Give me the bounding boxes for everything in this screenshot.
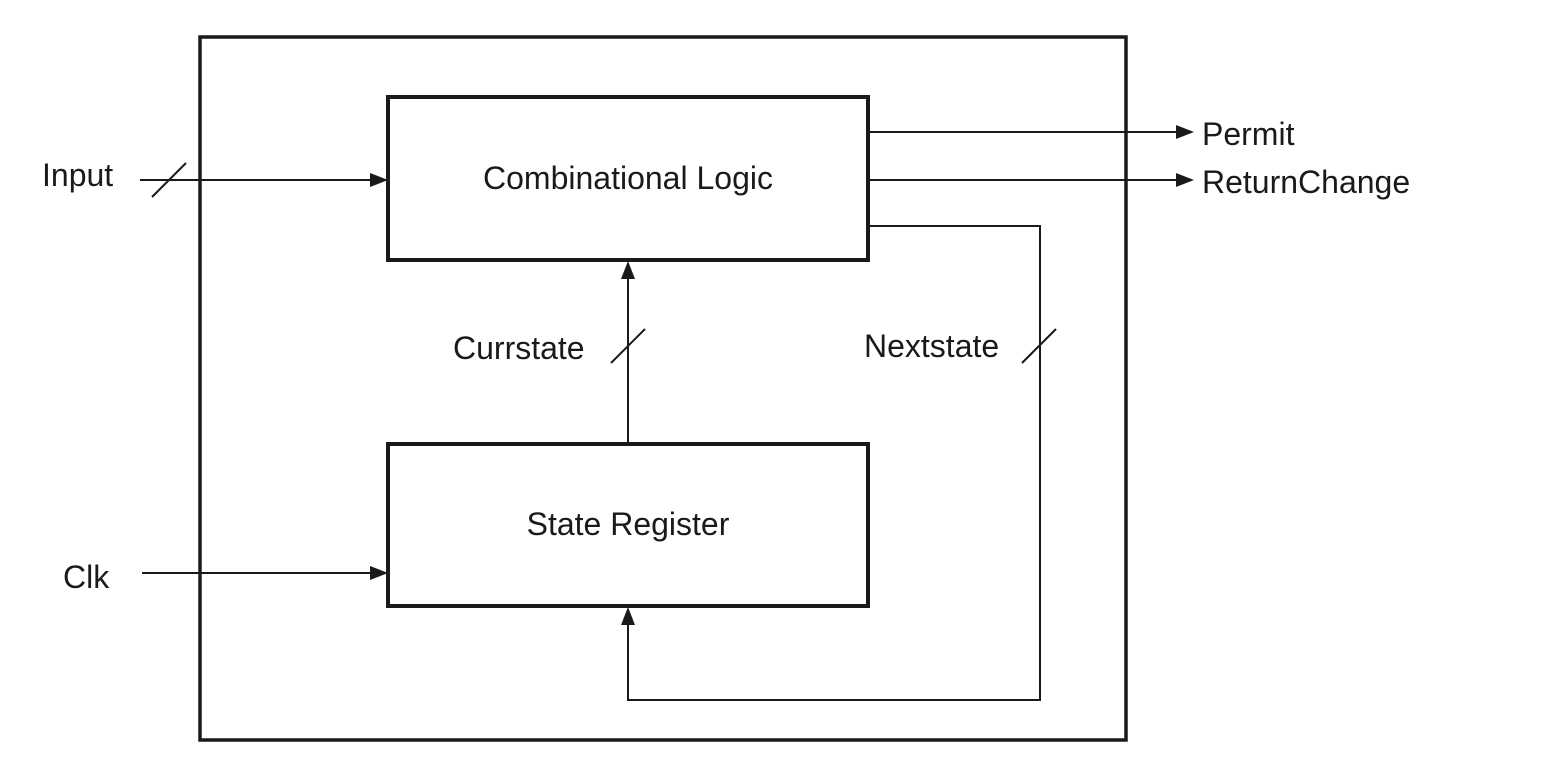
clk-signal: Clk bbox=[63, 559, 388, 595]
currstate-label: Currstate bbox=[453, 330, 585, 366]
return-change-arrowhead bbox=[1176, 173, 1194, 187]
permit-output: Permit bbox=[868, 116, 1295, 152]
clk-label: Clk bbox=[63, 559, 110, 595]
permit-arrowhead bbox=[1176, 125, 1194, 139]
nextstate-signal: Nextstate bbox=[621, 225, 1057, 701]
state-register-box bbox=[386, 442, 870, 608]
nextstate-label: Nextstate bbox=[864, 328, 999, 364]
state-register-label: State Register bbox=[527, 506, 730, 542]
input-label: Input bbox=[42, 157, 113, 193]
return-change-label: ReturnChange bbox=[1202, 164, 1410, 200]
clk-arrowhead bbox=[370, 566, 388, 580]
input-arrowhead bbox=[370, 173, 388, 187]
combinational-logic-block: Combinational Logic bbox=[386, 95, 870, 262]
return-change-output: ReturnChange bbox=[868, 164, 1410, 200]
state-register-block: State Register bbox=[386, 442, 870, 608]
currstate-bus-slash bbox=[610, 328, 646, 364]
combinational-logic-box bbox=[386, 95, 870, 262]
nextstate-arrowhead bbox=[621, 607, 635, 625]
input-signal: Input bbox=[42, 157, 388, 198]
nextstate-bus-slash bbox=[1021, 328, 1057, 364]
nextstate-wire bbox=[627, 225, 1041, 701]
input-bus-slash bbox=[151, 162, 187, 198]
system-boundary-box bbox=[198, 35, 1128, 742]
combinational-logic-label: Combinational Logic bbox=[483, 160, 773, 196]
permit-label: Permit bbox=[1202, 116, 1295, 152]
currstate-arrowhead bbox=[621, 261, 635, 279]
currstate-signal: Currstate bbox=[453, 261, 646, 444]
